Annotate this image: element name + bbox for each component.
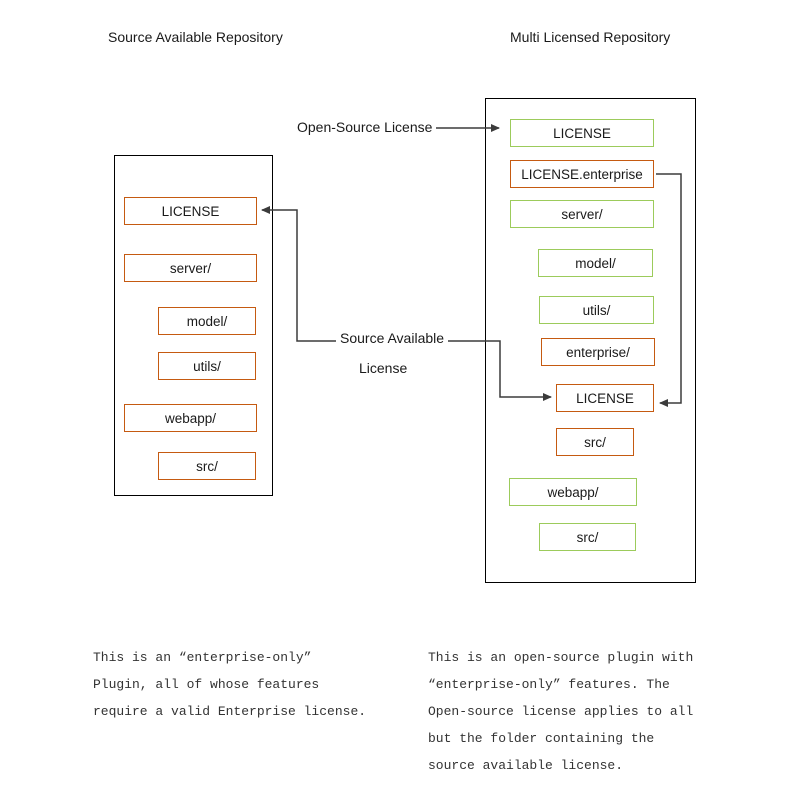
folder-box-model: model/ [538,249,653,277]
folder-box-utils: utils/ [539,296,654,324]
left-repo-note: This is an “enterprise-only” Plugin, all… [93,650,367,719]
right-repo-title: Multi Licensed Repository [510,29,671,45]
folder-box-utils: utils/ [158,352,256,380]
right-repo-note: This is an open-source plugin with “ente… [428,650,694,773]
source-available-label-line1: Source Available [336,330,449,347]
source-available-label-line2: License [359,360,408,376]
folder-box-webapp: webapp/ [509,478,637,506]
folder-box-webapp: webapp/ [124,404,257,432]
folder-box-src: src/ [158,452,256,480]
left-repo-title: Source Available Repository [108,29,283,45]
folder-box-enterprise: enterprise/ [541,338,655,366]
file-box-license: LICENSE [510,119,654,147]
source-available-arrow-to-left-license [261,206,443,342]
folder-box-server: server/ [510,200,654,228]
open-source-license-label: Open-Source License [293,119,437,136]
file-box-inner-license: LICENSE [556,384,654,412]
file-box-license: LICENSE [124,197,257,225]
folder-box-server: server/ [124,254,257,282]
folder-box-model: model/ [158,307,256,335]
folder-box-src: src/ [539,523,636,551]
file-box-license-enterprise: LICENSE.enterprise [510,160,654,188]
folder-box-inner-src: src/ [556,428,634,456]
